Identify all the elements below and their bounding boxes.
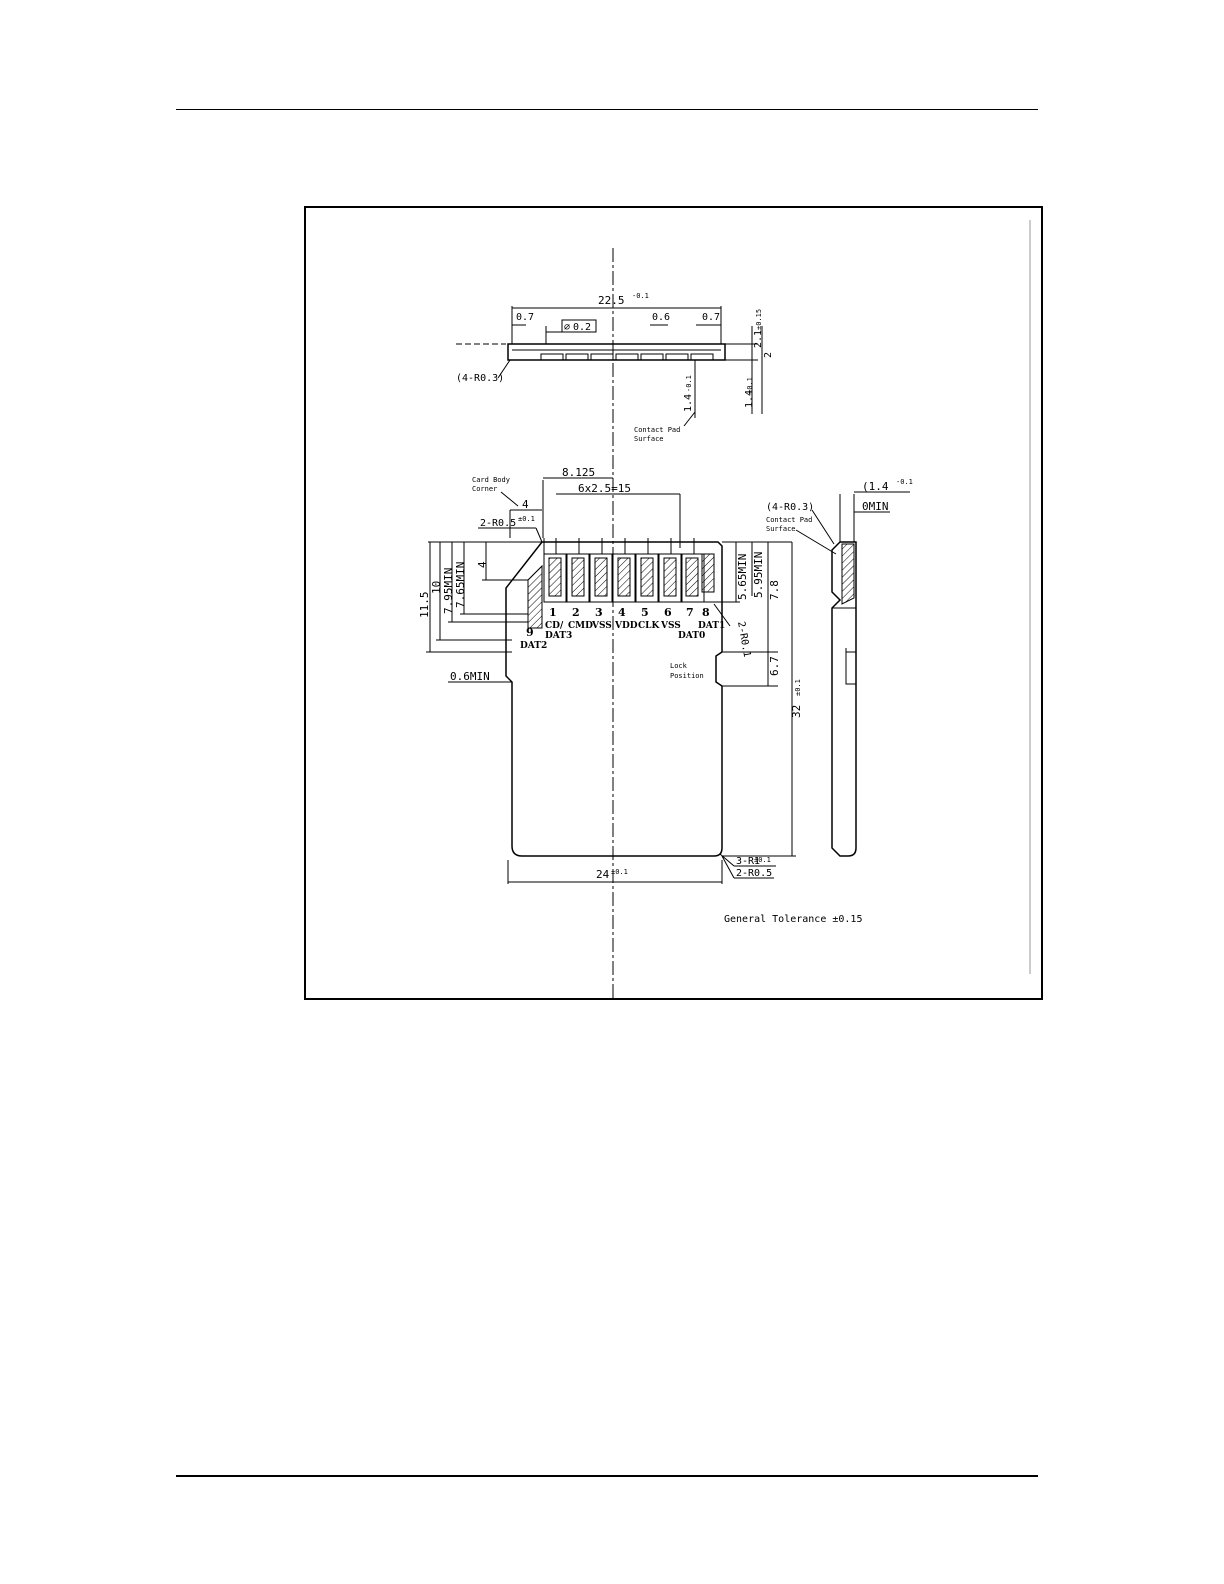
pin-2-num: 2	[572, 606, 580, 619]
dim-32: 32	[790, 705, 803, 718]
corner-r05: 2-R0.5	[736, 868, 772, 879]
pin-3-num: 3	[595, 606, 603, 619]
thickness-dim: 2	[763, 352, 774, 358]
pad-height-dim: 1.4	[683, 394, 694, 412]
side-contact-surface-label: Surface	[766, 525, 796, 533]
lock-label: Lock	[670, 662, 688, 670]
dim-7-95: 7.95MIN	[442, 568, 455, 614]
dim-11-5: 11.5	[418, 592, 431, 619]
position-label: Position	[670, 672, 704, 680]
thickness-top-tol: ±0.15	[755, 309, 763, 330]
general-tolerance-note: General Tolerance ±0.15	[724, 914, 862, 925]
thickness-top-dim: 2.1	[753, 330, 764, 348]
pin-6-num: 6	[664, 606, 672, 619]
dim-24-tol: ±0.1	[611, 868, 628, 876]
dim-6-7: 6.7	[768, 656, 781, 676]
pin-4-name: VDD	[614, 621, 638, 631]
top-width-tol: -0.1	[632, 292, 649, 300]
thickness-bottom-tol: ±0.1	[746, 377, 754, 394]
top-contact-pad-label: Contact Pad	[634, 426, 680, 434]
figure-frame: 22.5 -0.1 0.7 ⌀ 0.2 0.6 0.7 2.1 ±0.15 2 …	[304, 206, 1043, 1000]
card-body-corner-label: Card Body	[472, 476, 510, 484]
header-rule	[176, 109, 1038, 110]
pin-7-num: 7	[686, 606, 694, 619]
pin-1-num: 1	[549, 606, 557, 619]
pin-4-num: 4	[618, 606, 626, 619]
sd-card-mechanical-drawing: 22.5 -0.1 0.7 ⌀ 0.2 0.6 0.7 2.1 ±0.15 2 …	[418, 220, 1031, 998]
notch-radius: 2-R0.5	[480, 518, 516, 529]
pin-8-num: 8	[702, 606, 710, 619]
pin-9-num: 9	[526, 626, 534, 639]
dim-4: 4	[476, 561, 489, 568]
side-thickness-tol: -0.1	[896, 478, 913, 486]
dim-5-65: 5.65MIN	[736, 554, 749, 600]
card-body-corner-label-2: Corner	[472, 485, 497, 493]
dim-7-65: 7.65MIN	[454, 562, 467, 608]
pad-gap-dim: 0.6	[652, 312, 670, 323]
notch-dim: 4	[522, 498, 529, 511]
footer-rule	[176, 1475, 1038, 1477]
pin-9-name: DAT2	[520, 641, 547, 651]
pin-1-name2: DAT3	[545, 631, 572, 641]
notch-radius-tol: ±0.1	[518, 515, 535, 523]
pin-5-num: 5	[641, 606, 649, 619]
corner-r1: 3-R1	[736, 856, 760, 867]
pin-5-name: CLK	[638, 621, 660, 631]
top-right-gap-dim: 0.7	[702, 312, 720, 323]
pin-1-name: CD/	[545, 621, 564, 631]
side-thickness: (1.4	[862, 480, 889, 493]
thickness-bottom-dim: 1.4	[744, 390, 755, 408]
dim-24: 24	[596, 868, 610, 881]
dim-8-125: 8.125	[562, 466, 595, 479]
front-view: 8.125 6x2.5=15 Card Body Corner 4 2-R0.5…	[418, 466, 803, 884]
pin-7-name: DAT0	[678, 631, 705, 641]
side-view: (1.4 -0.1 0MIN (4-R0.3) Contact Pad Surf…	[766, 478, 913, 857]
flatness-dim: 0.2	[573, 322, 591, 333]
pitch-dim: 6x2.5=15	[578, 482, 631, 495]
pin-8-name: DAT1	[698, 621, 725, 631]
pin-6-name: VSS	[660, 621, 681, 631]
top-corner-radius: (4-R0.3)	[456, 373, 504, 384]
side-min: 0MIN	[862, 500, 889, 513]
dim-10: 10	[430, 581, 443, 594]
dim-7-8: 7.8	[768, 580, 781, 600]
side-corner-radius: (4-R0.3)	[766, 502, 814, 513]
corner-r1-tol: ±0.1	[754, 856, 771, 864]
top-width-dim: 22.5	[598, 294, 625, 307]
dim-0-6: 0.6MIN	[450, 670, 490, 683]
top-left-gap-dim: 0.7	[516, 312, 534, 323]
pin-3-name: VSS	[591, 621, 612, 631]
pin-labels: 1 CD/ DAT3 2 CMD 3 VSS 4 VDD 5 CLK 6 VSS…	[520, 606, 725, 651]
dim-32-tol: ±0.1	[794, 679, 802, 696]
top-contact-surface-label: Surface	[634, 435, 664, 443]
side-contact-pad-label: Contact Pad	[766, 516, 812, 524]
top-view: 22.5 -0.1 0.7 ⌀ 0.2 0.6 0.7 2.1 ±0.15 2 …	[456, 292, 774, 443]
flatness-symbol: ⌀	[564, 322, 570, 333]
pin-2-name: CMD	[568, 621, 593, 631]
dim-5-95: 5.95MIN	[752, 552, 765, 598]
pad-height-tol: -0.1	[685, 375, 693, 392]
